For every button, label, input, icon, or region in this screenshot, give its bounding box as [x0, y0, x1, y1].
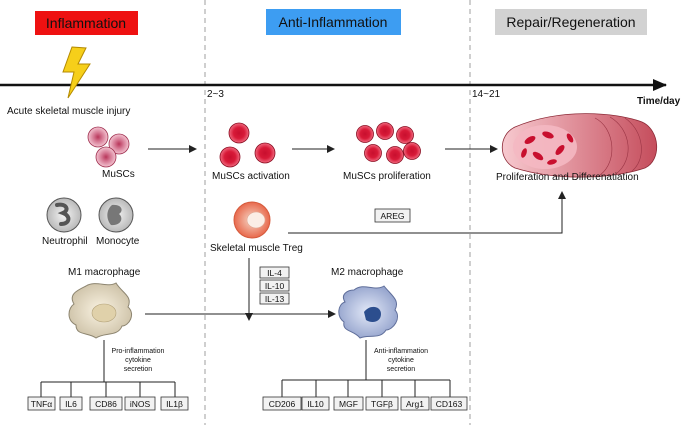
arrow-treg-to-outcome [288, 191, 566, 234]
muscs-label: MuSCs [102, 169, 135, 180]
phase-repair: Repair/Regeneration [495, 9, 647, 35]
anti-cytokine-boxes: CD206 IL10 MGF TGFβ Arg1 CD163 [262, 396, 468, 411]
muscs-activation-cluster-icon [219, 122, 276, 168]
pro-cytokine-label: IL1β [166, 399, 183, 409]
outcome-label: Proliferation and Differenatiation [496, 172, 639, 183]
monocyte-label: Monocyte [96, 236, 140, 247]
muscs-cluster-icon [87, 126, 130, 168]
neutrophil-icon [46, 197, 82, 233]
pro-cytokine-label: TNFα [31, 399, 53, 409]
il-box-label: IL-13 [265, 294, 285, 304]
phase-anti-inflammation-label: Anti-Inflammation [279, 14, 388, 30]
pro-secretion-line: cytokine [125, 357, 151, 364]
m1-label: M1 macrophage [68, 267, 141, 278]
treg-label: Skeletal muscle Treg [210, 243, 303, 254]
anti-cytokine-label: CD206 [269, 399, 296, 409]
anti-secretion-line: cytokine [388, 357, 414, 364]
areg-box: AREG [374, 208, 411, 223]
muscs-proliferation-cluster-icon [356, 122, 421, 164]
anti-cytokine-label: IL10 [307, 399, 324, 409]
anti-cytokine-tree [281, 340, 451, 397]
anti-cytokine-label: MGF [339, 399, 358, 409]
areg-label: AREG [380, 211, 404, 221]
pro-secretion-line: secretion [124, 366, 153, 373]
il-box-stack: IL-4 IL-10 IL-13 [259, 266, 290, 305]
phase-inflammation: Inflammation [35, 11, 138, 35]
pro-cytokine-label: IL6 [65, 399, 77, 409]
muscs-activation-label: MuSCs activation [212, 171, 290, 182]
il-box-label: IL-10 [265, 281, 285, 291]
phase-anti-inflammation: Anti-Inflammation [266, 9, 401, 35]
pro-cytokine-tree [40, 340, 176, 397]
pro-cytokine-boxes: TNFα IL6 CD86 iNOS IL1β [27, 396, 189, 411]
neutrophil-label: Neutrophil [42, 236, 88, 247]
pro-cytokine-label: iNOS [130, 399, 151, 409]
anti-cytokine-label: CD163 [436, 399, 463, 409]
anti-secretion-line: secretion [387, 366, 416, 373]
monocyte-icon [98, 197, 134, 233]
pro-secretion-line: Pro-inflammation [112, 348, 165, 355]
anti-cytokine-label: Arg1 [406, 399, 424, 409]
m2-macrophage-icon [338, 285, 399, 339]
muscle-fiber-icon [501, 113, 658, 178]
anti-cytokine-label: TGFβ [371, 399, 393, 409]
injury-label: Acute skeletal muscle injury [7, 106, 130, 117]
treg-cell-icon [233, 201, 271, 239]
anti-secretion-line: Anti-inflammation [374, 348, 428, 355]
muscs-proliferation-label: MuSCs proliferation [343, 171, 431, 182]
m1-macrophage-icon [68, 282, 132, 339]
timeline-tick-start: 2~3 [207, 89, 224, 100]
timeline-axis-label: Time/day [637, 96, 681, 107]
il-box-label: IL-4 [267, 268, 282, 278]
timeline-tick-end: 14~21 [472, 89, 501, 100]
m2-label: M2 macrophage [331, 267, 404, 278]
phase-repair-label: Repair/Regeneration [506, 14, 635, 30]
pro-cytokine-label: CD86 [95, 399, 117, 409]
phase-inflammation-label: Inflammation [46, 15, 126, 31]
lightning-icon [62, 46, 91, 99]
